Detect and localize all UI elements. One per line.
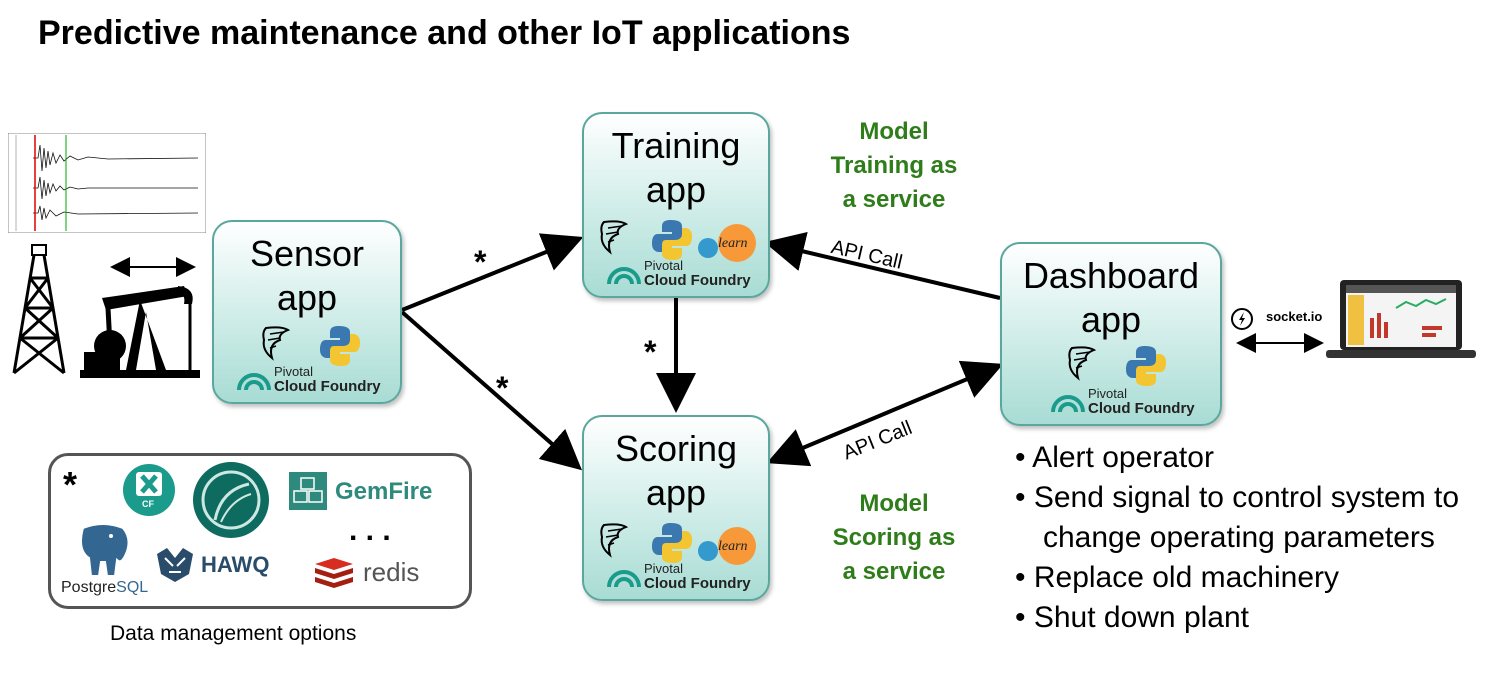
- gemfire-logo: GemFire: [289, 472, 449, 512]
- redis-logo: redis: [313, 554, 443, 594]
- laptop-dashboard-icon: [1326, 280, 1476, 358]
- service-line: Model: [859, 490, 929, 517]
- training-app-box: Training app learn Pivotal Cloud Foundry: [582, 112, 770, 298]
- flask-icon: [262, 326, 291, 361]
- postgresql-elephant-icon: [80, 523, 130, 577]
- scoring-app-title-line1: Scoring: [614, 428, 738, 469]
- sensor-app-title-line1: Sensor: [249, 233, 365, 274]
- gemfire-label: GemFire: [335, 478, 433, 505]
- arrow-sensor-scoring: [400, 310, 583, 471]
- oil-derrick-icon: [12, 244, 66, 375]
- flask-icon: [1068, 346, 1097, 381]
- scoring-app-title: Scoring app: [584, 417, 768, 515]
- pivotal-label: Pivotal: [644, 561, 684, 576]
- scoring-app-box: Scoring app learn Pivotal Cloud Foundry: [582, 415, 770, 601]
- bullet-item: • Alert operator: [1015, 441, 1214, 474]
- flask-icon: [600, 523, 629, 558]
- data-management-box: * CF GemFire . . . PostgreSQL: [48, 453, 472, 609]
- pivotal-label: Pivotal: [274, 364, 314, 379]
- cloud-foundry-label: Cloud Foundry: [644, 575, 751, 592]
- seismograph-image: [8, 133, 206, 233]
- star-training-scoring: *: [644, 334, 657, 370]
- pivotal-cf-logo: Pivotal Cloud Foundry: [214, 364, 400, 396]
- cloud-foundry-label: Cloud Foundry: [644, 272, 751, 289]
- model-scoring-service-label: Model Scoring as a service: [812, 487, 976, 589]
- page-title: Predictive maintenance and other IoT app…: [38, 14, 851, 52]
- sensor-app-title: Sensor app: [214, 222, 400, 320]
- scikit-learn-label: learn: [718, 236, 748, 251]
- star-sensor-training: *: [474, 244, 487, 280]
- sensor-app-box: Sensor app Pivotal Cloud Foundry: [212, 220, 402, 404]
- pivotal-cf-logo: Pivotal Cloud Foundry: [584, 258, 768, 290]
- data-mgmt-star: *: [63, 464, 78, 505]
- postgresql-label: PostgreSQL: [61, 579, 148, 597]
- pivotal-cf-logo: Pivotal Cloud Foundry: [584, 561, 768, 593]
- dashboard-app-box: Dashboard app Pivotal Cloud Foundry: [1000, 242, 1222, 426]
- pivotal-label: Pivotal: [644, 258, 684, 273]
- scikit-learn-icon: learn: [698, 527, 762, 567]
- more-options-ellipsis: . . .: [349, 514, 391, 547]
- dashboard-app-title-line1: Dashboard: [1022, 255, 1200, 296]
- python-icon: [1126, 346, 1166, 386]
- socket-io-label: socket.io: [1266, 309, 1323, 324]
- cf-label: CF: [142, 499, 154, 509]
- socket-io-icon: [1231, 308, 1253, 330]
- model-training-service-label: Model Training as a service: [812, 115, 976, 217]
- scikit-learn-icon: learn: [698, 224, 762, 264]
- postgres-label-part2: SQL: [116, 579, 149, 596]
- cf-logo: CF: [123, 464, 175, 516]
- training-app-title-line2: app: [645, 169, 707, 210]
- pivotal-label: Pivotal: [1088, 386, 1128, 401]
- scikit-learn-label: learn: [718, 539, 748, 554]
- action-bullet-list: • Alert operator • Send signal to contro…: [1015, 438, 1483, 638]
- greenplum-icon: [193, 462, 269, 538]
- service-line: Scoring as: [832, 524, 956, 551]
- bullet-item: • Shut down plant: [1015, 601, 1249, 634]
- pivotal-cf-logo: Pivotal Cloud Foundry: [1028, 386, 1220, 418]
- cf-x-icon: [140, 474, 158, 494]
- scoring-app-title-line2: app: [645, 472, 707, 513]
- dashboard-app-title: Dashboard app: [1002, 244, 1220, 342]
- data-management-caption: Data management options: [110, 622, 357, 645]
- hawq-logo: HAWQ: [153, 544, 283, 584]
- bullet-item: • Replace old machinery: [1015, 561, 1339, 594]
- arrow-scoring-dashboard: [766, 360, 1004, 467]
- service-line: a service: [842, 186, 946, 213]
- sensor-app-title-line2: app: [276, 277, 338, 318]
- redis-icon: [315, 558, 353, 588]
- pivotal-cf-logo-icon: [1051, 395, 1085, 413]
- dashboard-app-title-line2: app: [1080, 299, 1142, 340]
- hawq-icon: [157, 548, 193, 582]
- postgres-label-part1: Postgre: [61, 579, 117, 596]
- service-line: Training as: [830, 152, 958, 179]
- python-icon: [652, 523, 692, 563]
- pivotal-cf-logo-icon: [607, 570, 641, 588]
- service-line: a service: [842, 558, 946, 585]
- star-sensor-scoring: *: [496, 370, 509, 406]
- pivotal-cf-logo-icon: [607, 267, 641, 285]
- training-app-title-line1: Training: [611, 125, 741, 166]
- training-app-title: Training app: [584, 114, 768, 212]
- hawq-label: HAWQ: [201, 552, 270, 577]
- arrow-dashboard-training: [764, 231, 1001, 300]
- bullet-item: • Send signal to control system to chang…: [1015, 481, 1460, 554]
- service-line: Model: [859, 118, 929, 145]
- pump-jack-icon: [80, 286, 200, 378]
- flask-icon: [600, 220, 629, 255]
- gemfire-icon: [289, 472, 327, 510]
- cloud-foundry-label: Cloud Foundry: [1088, 400, 1195, 417]
- cloud-foundry-label: Cloud Foundry: [274, 378, 381, 395]
- socket-io-logo: socket.io: [1230, 305, 1330, 333]
- python-icon: [652, 220, 692, 260]
- python-icon: [320, 326, 360, 366]
- redis-label: redis: [363, 557, 420, 587]
- arrow-sensor-training: [401, 233, 584, 312]
- pivotal-cf-logo-icon: [237, 373, 271, 391]
